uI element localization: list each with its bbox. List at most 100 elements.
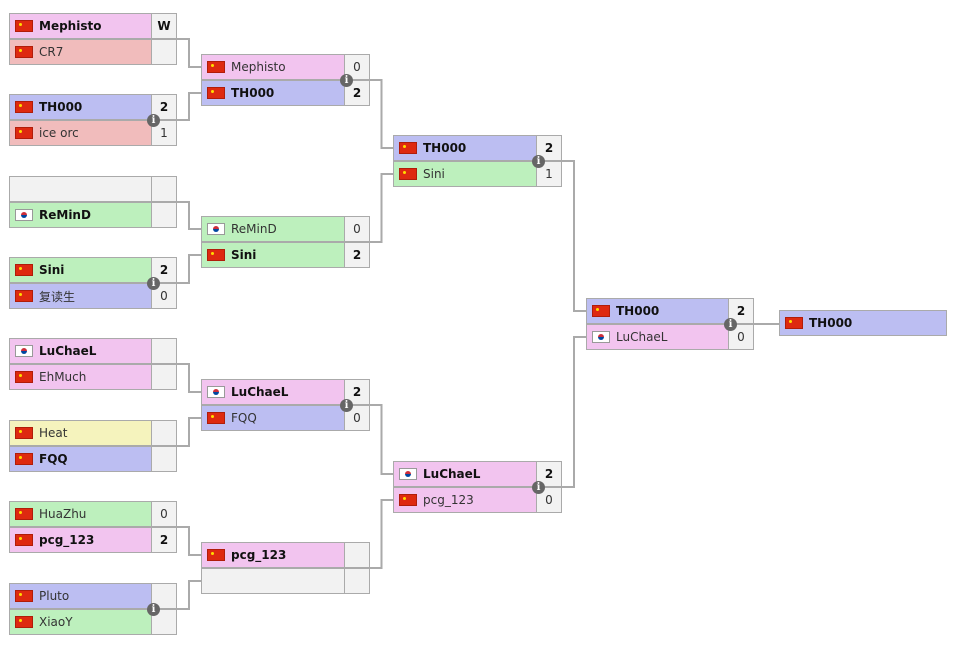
- round1-match-2-info-icon[interactable]: i: [147, 114, 160, 127]
- round1-match-3-player-1-empty[interactable]: [9, 176, 177, 202]
- player-score: W: [151, 14, 176, 38]
- player-name: Sini: [423, 167, 445, 181]
- player-name-cell: [10, 177, 151, 201]
- round1-match-6-player-1[interactable]: Heat: [9, 420, 177, 446]
- korea-flag-icon: [15, 209, 33, 221]
- round2-match-2-player-1[interactable]: ReMinD 0: [201, 216, 370, 242]
- player-name: pcg_123: [423, 493, 474, 507]
- round1-match-7-player-1[interactable]: HuaZhu 0: [9, 501, 177, 527]
- player-name: TH000: [809, 316, 853, 330]
- player-name-cell: ice orc: [10, 121, 151, 145]
- player-score: [151, 177, 176, 201]
- china-flag-icon: [15, 20, 33, 32]
- player-name: LuChaeL: [231, 385, 289, 399]
- player-name-cell: LuChaeL: [587, 325, 728, 349]
- player-name: Pluto: [39, 589, 70, 603]
- round1-match-4-info-icon[interactable]: i: [147, 277, 160, 290]
- round2-match-4-player-1[interactable]: pcg_123: [201, 542, 370, 568]
- player-name: XiaoY: [39, 615, 73, 629]
- player-score: [151, 365, 176, 389]
- player-score: 0: [344, 217, 369, 241]
- player-name: LuChaeL: [39, 344, 97, 358]
- china-flag-icon: [207, 87, 225, 99]
- player-name-cell: LuChaeL: [10, 339, 151, 363]
- player-name: ReMinD: [39, 208, 91, 222]
- round2-match-2-player-2[interactable]: Sini 2: [201, 242, 370, 268]
- round2-match-3-info-icon[interactable]: i: [340, 399, 353, 412]
- china-flag-icon: [15, 427, 33, 439]
- player-name-cell: EhMuch: [10, 365, 151, 389]
- player-name-cell: [202, 569, 344, 593]
- round2-match-4-player-2-empty[interactable]: [201, 568, 370, 594]
- china-flag-icon: [15, 264, 33, 276]
- china-flag-icon: [15, 453, 33, 465]
- player-name: TH000: [39, 100, 83, 114]
- player-name: ReMinD: [231, 222, 277, 236]
- player-name-cell: Sini: [394, 162, 536, 186]
- player-name-cell: TH000: [10, 95, 151, 119]
- player-name-cell: FQQ: [202, 406, 344, 430]
- player-name-cell: XiaoY: [10, 610, 151, 634]
- player-name-cell: Sini: [10, 258, 151, 282]
- china-flag-icon: [15, 101, 33, 113]
- player-name-cell: LuChaeL: [394, 462, 536, 486]
- round1-match-3-player-2[interactable]: ReMinD: [9, 202, 177, 228]
- round1-match-1-player-2[interactable]: CR7: [9, 39, 177, 65]
- player-name: FQQ: [231, 411, 257, 425]
- player-name: Sini: [39, 263, 65, 277]
- player-name-cell: Heat: [10, 421, 151, 445]
- player-name: LuChaeL: [616, 330, 668, 344]
- round1-match-6-player-2[interactable]: FQQ: [9, 446, 177, 472]
- player-name: Sini: [231, 248, 257, 262]
- korea-flag-icon: [399, 468, 417, 480]
- player-score: [344, 543, 369, 567]
- player-name-cell: FQQ: [10, 447, 151, 471]
- round1-match-8-info-icon[interactable]: i: [147, 603, 160, 616]
- player-score: 0: [151, 502, 176, 526]
- china-flag-icon: [207, 61, 225, 73]
- player-name: ice orc: [39, 126, 79, 140]
- round3-match-1-info-icon[interactable]: i: [532, 155, 545, 168]
- player-name: CR7: [39, 45, 64, 59]
- player-name-cell: Mephisto: [10, 14, 151, 38]
- player-name-cell: 复读生: [10, 284, 151, 308]
- player-name-cell: pcg_123: [394, 488, 536, 512]
- china-flag-icon: [15, 508, 33, 520]
- round3-match-2-info-icon[interactable]: i: [532, 481, 545, 494]
- player-score: [151, 421, 176, 445]
- china-flag-icon: [592, 305, 610, 317]
- round1-match-5-player-2[interactable]: EhMuch: [9, 364, 177, 390]
- player-score: [151, 40, 176, 64]
- player-name: HuaZhu: [39, 507, 87, 521]
- china-flag-icon: [207, 412, 225, 424]
- champion-player-1[interactable]: TH000: [779, 310, 947, 336]
- player-name: Mephisto: [39, 19, 102, 33]
- round1-match-5-player-1[interactable]: LuChaeL: [9, 338, 177, 364]
- player-name: TH000: [616, 304, 660, 318]
- player-name-cell: Mephisto: [202, 55, 344, 79]
- china-flag-icon: [399, 168, 417, 180]
- player-score: [151, 339, 176, 363]
- round1-match-1-player-1[interactable]: Mephisto W: [9, 13, 177, 39]
- korea-flag-icon: [15, 345, 33, 357]
- round4-match-1-info-icon[interactable]: i: [724, 318, 737, 331]
- china-flag-icon: [15, 371, 33, 383]
- korea-flag-icon: [592, 331, 610, 343]
- player-name-cell: TH000: [587, 299, 728, 323]
- player-name-cell: Pluto: [10, 584, 151, 608]
- player-name: TH000: [423, 141, 467, 155]
- player-score: [151, 203, 176, 227]
- korea-flag-icon: [207, 386, 225, 398]
- round2-match-1-info-icon[interactable]: i: [340, 74, 353, 87]
- player-score: 2: [344, 243, 369, 267]
- korea-flag-icon: [207, 223, 225, 235]
- player-score: [151, 447, 176, 471]
- player-name-cell: Sini: [202, 243, 344, 267]
- china-flag-icon: [399, 142, 417, 154]
- player-name: TH000: [231, 86, 275, 100]
